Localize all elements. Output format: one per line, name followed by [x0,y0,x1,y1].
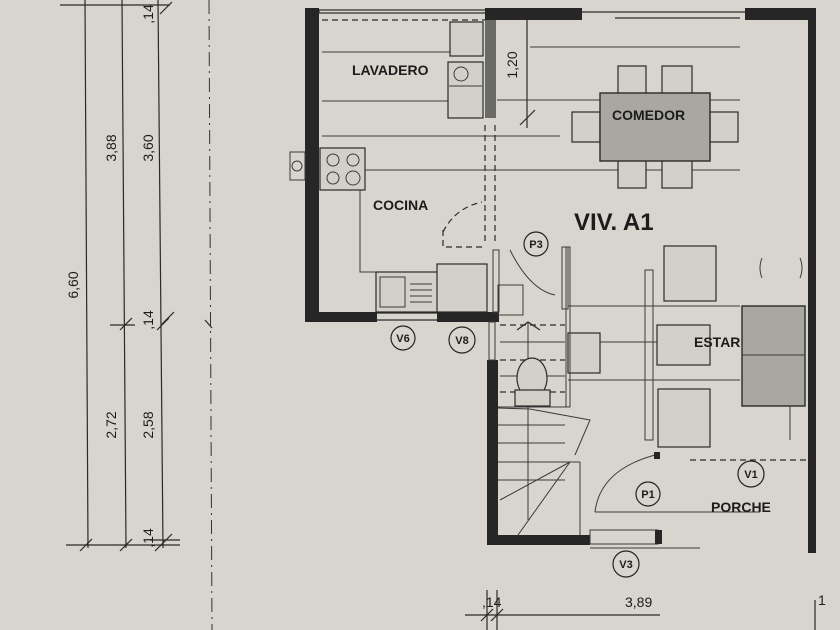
tag-v6: V6 [396,333,409,345]
axis-line [208,0,213,630]
dim-upper-outer: 3,88 [103,134,119,161]
living-furniture [567,245,806,448]
dim-bottom-wall: ,14 [482,594,502,610]
room-label-lavadero: LAVADERO [352,62,429,78]
dim-upper-inner: 3,60 [140,134,156,161]
dim-wall-mid: ,14 [140,310,156,330]
tag-p3: P3 [529,239,542,251]
dim-total-height: 6,60 [65,271,81,298]
room-label-cocina: COCINA [373,197,428,213]
tag-v3: V3 [619,559,632,571]
opening-tags: P3 V6 V8 V1 P1 V3 [390,231,765,578]
vertical-dimensions: 6,60 3,88 3,60 2,72 2,58 ,14 ,14 ,14 [60,0,180,552]
dim-lower-outer: 2,72 [103,411,119,438]
room-label-estar: ESTAR [694,334,740,350]
unit-label: VIV. A1 [574,209,654,236]
dining-table [571,65,739,189]
walls [305,8,816,553]
dim-lower-inner: 2,58 [140,411,156,438]
dim-wall-bottom: ,14 [140,528,156,548]
dim-bottom-width: 3,89 [625,594,652,610]
tag-p1: P1 [641,489,654,501]
stairs-bath [497,246,808,536]
lavadero-fixtures [322,19,740,171]
room-label-porche: PORCHE [711,499,771,515]
kitchen-fixtures [289,125,496,313]
dim-wall-top: ,14 [140,4,156,24]
tag-v8: V8 [455,335,468,347]
dim-bottom-right: 1 [818,592,826,608]
dim-lavadero-depth: 1,20 [504,51,520,78]
room-label-comedor: COMEDOR [612,107,685,123]
tag-v1: V1 [744,469,757,481]
horizontal-dimensions: ,14 3,89 1 [465,590,826,630]
